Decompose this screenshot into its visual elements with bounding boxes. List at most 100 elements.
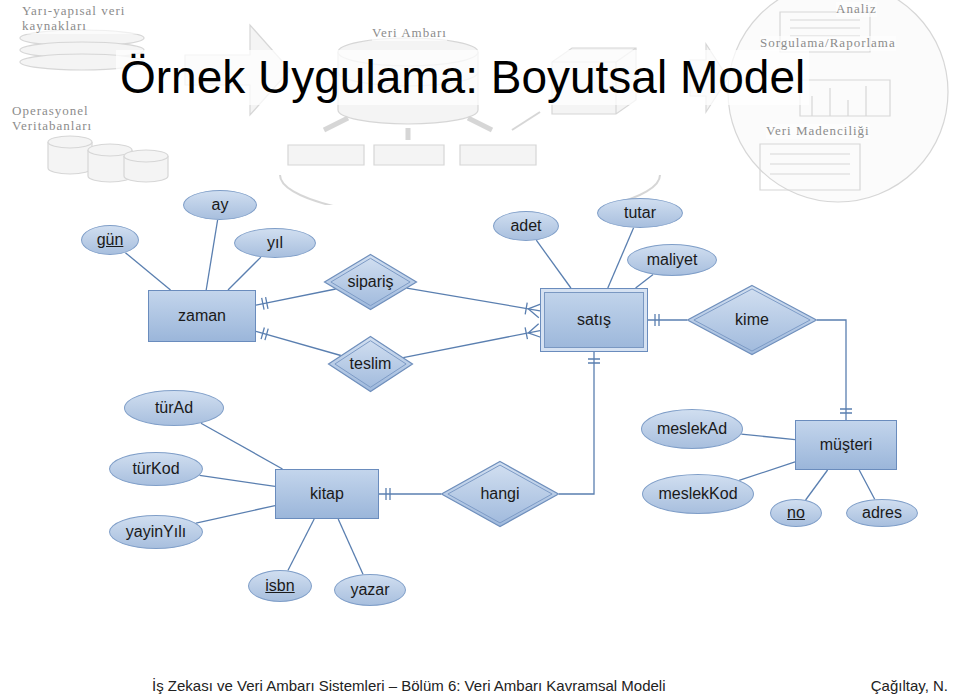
er-connector [256,328,341,356]
er-connector [201,423,283,469]
attribute-ellipse: yayinYılı [109,515,203,549]
er-connector [200,475,275,486]
attribute-ellipse: türKod [109,452,203,486]
er-connector [407,288,541,318]
node-text: meslekKod [658,485,737,503]
footer-caption: İş Zekası ve Veri Ambarı Sistemleri – Bö… [152,677,666,694]
header-label: Operasyonel Veritabanları [12,104,162,134]
connector-line [379,493,441,494]
connector-line [288,519,314,571]
relationship-diamond: hangi [441,461,559,527]
attribute-ellipse: ay [183,190,257,220]
connector-line [806,470,828,500]
connector-line [536,240,571,288]
author-label: Çağıltay, N. [871,677,948,694]
connector-line [817,320,846,420]
connector-line [636,275,654,289]
er-connector [648,314,687,326]
relationship-diamond: teslim [328,336,413,392]
er-connector [196,506,275,523]
attribute-ellipse: meslekKod [642,474,754,514]
er-connector [338,519,363,574]
header-label: Veri Ambarı [372,26,447,41]
node-text: no [787,504,805,522]
node-text: kime [735,311,769,329]
header-label: Veri Madenciliği [766,124,870,139]
header-label: Sorgulama/Raporlama [760,36,896,51]
er-connector [806,470,828,500]
header-label: Analiz [836,2,877,17]
node-text: yazar [350,581,389,599]
er-connector [559,352,600,494]
cardinality-mark [262,297,268,310]
connector-line [125,253,170,290]
cardinality-mark [840,409,852,413]
cardinality-mark [588,359,600,363]
attribute-ellipse: meslekAd [641,409,743,449]
connector-line [739,462,795,481]
connector-line [228,257,261,290]
connector-line [559,352,594,494]
connector-line [196,506,275,523]
connector-line [256,289,336,305]
cardinality-mark [525,324,541,339]
node-text: türKod [132,460,179,478]
node-text: adet [510,217,541,235]
er-connector [536,240,571,288]
entity-box: zaman [148,290,256,342]
node-text: türAd [155,399,193,417]
er-connector [288,519,314,571]
fact-entity-box: satış [540,288,648,352]
er-connector [125,253,170,290]
er-connector [228,257,261,290]
attribute-ellipse: isbn [248,570,312,602]
relationship-diamond: sipariş [324,254,417,310]
cardinality-mark [261,328,268,341]
attribute-ellipse: adres [846,499,918,527]
node-text: tutar [624,204,656,222]
attribute-ellipse: maliyet [627,244,717,276]
connector-line [648,319,687,320]
node-text: sipariş [347,273,393,291]
node-text: gün [97,231,124,249]
node-text: ay [212,196,229,214]
er-connector [379,488,441,500]
connector-line [200,475,275,486]
er-connector [256,289,336,310]
node-text: müşteri [820,436,872,454]
er-connector [817,320,852,420]
connector-line [201,423,283,469]
slide-title: Örnek Uygulama: Boyutsal Model [116,50,809,105]
er-connector [741,434,795,440]
entity-box: kitap [275,469,379,519]
attribute-ellipse: tutar [597,198,683,228]
cardinality-mark [386,488,390,500]
er-connector [206,220,217,290]
er-connector [636,275,654,289]
attribute-ellipse: no [770,499,822,527]
entity-box: müşteri [795,420,897,470]
attribute-ellipse: gün [81,225,139,255]
connector-line [859,470,875,499]
connector-line [741,434,795,440]
cardinality-mark [655,314,659,326]
connector-line [256,331,341,355]
attribute-ellipse: yazar [334,574,406,606]
node-text: meslekAd [657,420,727,438]
node-text: zaman [178,307,226,325]
node-text: maliyet [647,251,698,269]
attribute-ellipse: yıl [234,228,316,258]
cardinality-mark [525,303,541,318]
er-connector [403,324,541,358]
node-text: adres [862,504,902,522]
attribute-ellipse: türAd [124,390,224,426]
connector-line [403,331,540,358]
er-connector [739,462,795,481]
header-label: Yarı-yapısal veri kaynakları [22,4,172,34]
node-text: yıl [267,234,283,252]
node-text: satış [577,311,611,329]
node-text: isbn [265,577,294,595]
node-text: teslim [350,355,392,373]
node-text: hangi [480,485,519,503]
connector-line [206,220,217,290]
